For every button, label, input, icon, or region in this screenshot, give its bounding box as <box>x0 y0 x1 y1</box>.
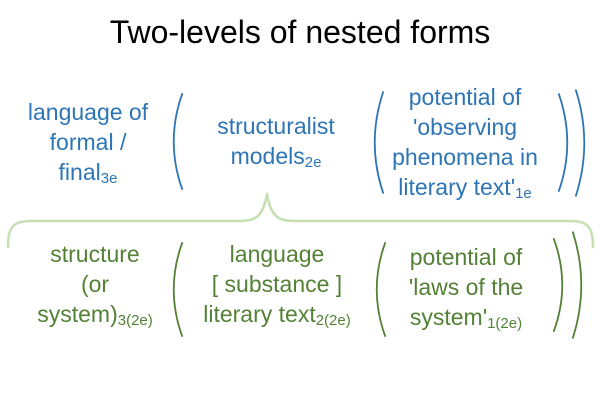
term-text: potential of <box>409 244 523 270</box>
top-term-2: structuralist models2e <box>190 111 362 171</box>
term-subscript: 3(2e) <box>117 312 153 330</box>
term-line: system)3(2e) <box>15 299 175 329</box>
term-line: structuralist <box>190 111 362 141</box>
term-text: literary text' <box>398 174 516 200</box>
term-text: language <box>229 241 325 267</box>
term-text: models <box>230 143 305 169</box>
term-text: system) <box>37 301 118 327</box>
term-subscript: 2(2e) <box>315 312 351 330</box>
term-line: potential of <box>389 82 541 112</box>
term-text: final <box>58 159 101 185</box>
bottom-term-2: language [ substance ] literary text2(2e… <box>191 239 363 329</box>
term-text: literary text <box>203 301 316 327</box>
page-title: Two-levels of nested forms <box>109 14 491 50</box>
term-subscript: 1(2e) <box>487 315 523 333</box>
open-paren-icon <box>170 92 184 191</box>
term-subscript: 2e <box>304 154 322 172</box>
term-line: literary text2(2e) <box>191 299 363 329</box>
term-line: final3e <box>8 157 168 187</box>
bottom-term-1: potential of 'laws of the system'1(2e) <box>392 242 540 332</box>
term-line: language of <box>8 97 168 127</box>
term-text: formal / <box>49 129 127 155</box>
bottom-term-3: structure (or system)3(2e) <box>15 239 175 329</box>
term-line: formal / <box>8 127 168 157</box>
term-text: phenomena in <box>392 144 538 170</box>
term-text: [ substance ] <box>211 271 343 297</box>
term-line: [ substance ] <box>191 269 363 299</box>
term-line: potential of <box>392 242 540 272</box>
term-line: 'observing <box>389 112 541 142</box>
term-line: system'1(2e) <box>392 302 540 332</box>
term-line: models2e <box>190 141 362 171</box>
term-line: language <box>191 239 363 269</box>
term-line: (or <box>15 269 175 299</box>
close-paren-icon <box>552 237 566 333</box>
term-text: 'laws of the <box>408 274 524 300</box>
open-paren-icon <box>170 241 184 338</box>
term-text: structuralist <box>217 113 335 139</box>
close-paren-icon <box>574 88 588 198</box>
open-paren-icon <box>373 241 387 338</box>
term-line: phenomena in <box>389 142 541 172</box>
term-text: 'observing <box>412 114 518 140</box>
term-line: 'laws of the <box>392 272 540 302</box>
term-subscript: 3e <box>100 170 118 188</box>
term-text: language of <box>27 99 149 125</box>
term-text: potential of <box>408 84 522 110</box>
term-text: structure <box>50 241 140 267</box>
brace-icon <box>6 192 595 249</box>
term-text: (or <box>80 271 110 297</box>
close-paren-icon <box>557 92 571 193</box>
term-line: literary text'1e <box>389 172 541 202</box>
top-term-3: language of formal / final3e <box>8 97 168 187</box>
term-text: system' <box>409 304 488 330</box>
close-paren-icon <box>571 230 585 340</box>
open-paren-icon <box>371 90 385 195</box>
top-term-1: potential of 'observing phenomena in lit… <box>389 82 541 202</box>
term-line: structure <box>15 239 175 269</box>
term-subscript: 1e <box>515 185 532 203</box>
